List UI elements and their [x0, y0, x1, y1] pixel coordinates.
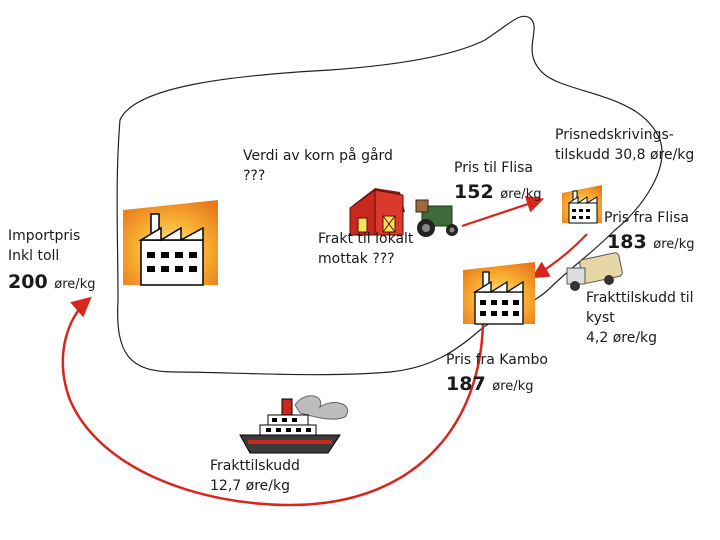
- value-pris-til-flisa: 152 øre/kg: [454, 181, 542, 203]
- label-pris-fra-flisa: Pris fra Flisa: [604, 210, 690, 226]
- value-pris-fra-kambo: 187 øre/kg: [446, 373, 534, 395]
- region-outline: [116, 15, 663, 376]
- label-prisnedskriving: Prisnedskrivings- tilskudd 30,8 øre/kg: [555, 127, 695, 163]
- label-pris-til-flisa: Pris til Flisa: [454, 160, 534, 176]
- arrow-to-flisa: [461, 195, 545, 228]
- barn-icon: [349, 188, 405, 236]
- label-frakttilskudd-ship: Frakttilskudd 12,7 øre/kg: [210, 458, 300, 494]
- factory-icon: [123, 200, 218, 286]
- arrow-flisa-to-kambo: [531, 233, 588, 279]
- label-frakt-lokalt: Frakt til lokalt mottak ???: [318, 231, 414, 267]
- arrow-sea-route: [61, 296, 485, 507]
- label-importpris: Importpris Inkl toll: [8, 228, 81, 264]
- tractor-icon: [415, 199, 458, 237]
- truck-icon: [566, 252, 623, 291]
- value-importpris: 200 øre/kg: [8, 271, 96, 293]
- label-frakttilskudd-kyst: Frakttilskudd til kyst 4,2 øre/kg: [586, 290, 694, 346]
- label-verdi-korn: Verdi av korn på gård ???: [243, 148, 393, 184]
- factory-icon: [562, 185, 602, 224]
- value-pris-fra-flisa: 183 øre/kg: [607, 231, 695, 253]
- label-pris-fra-kambo: Pris fra Kambo: [446, 352, 548, 368]
- ship-icon: [239, 395, 348, 454]
- factory-icon: [463, 262, 535, 325]
